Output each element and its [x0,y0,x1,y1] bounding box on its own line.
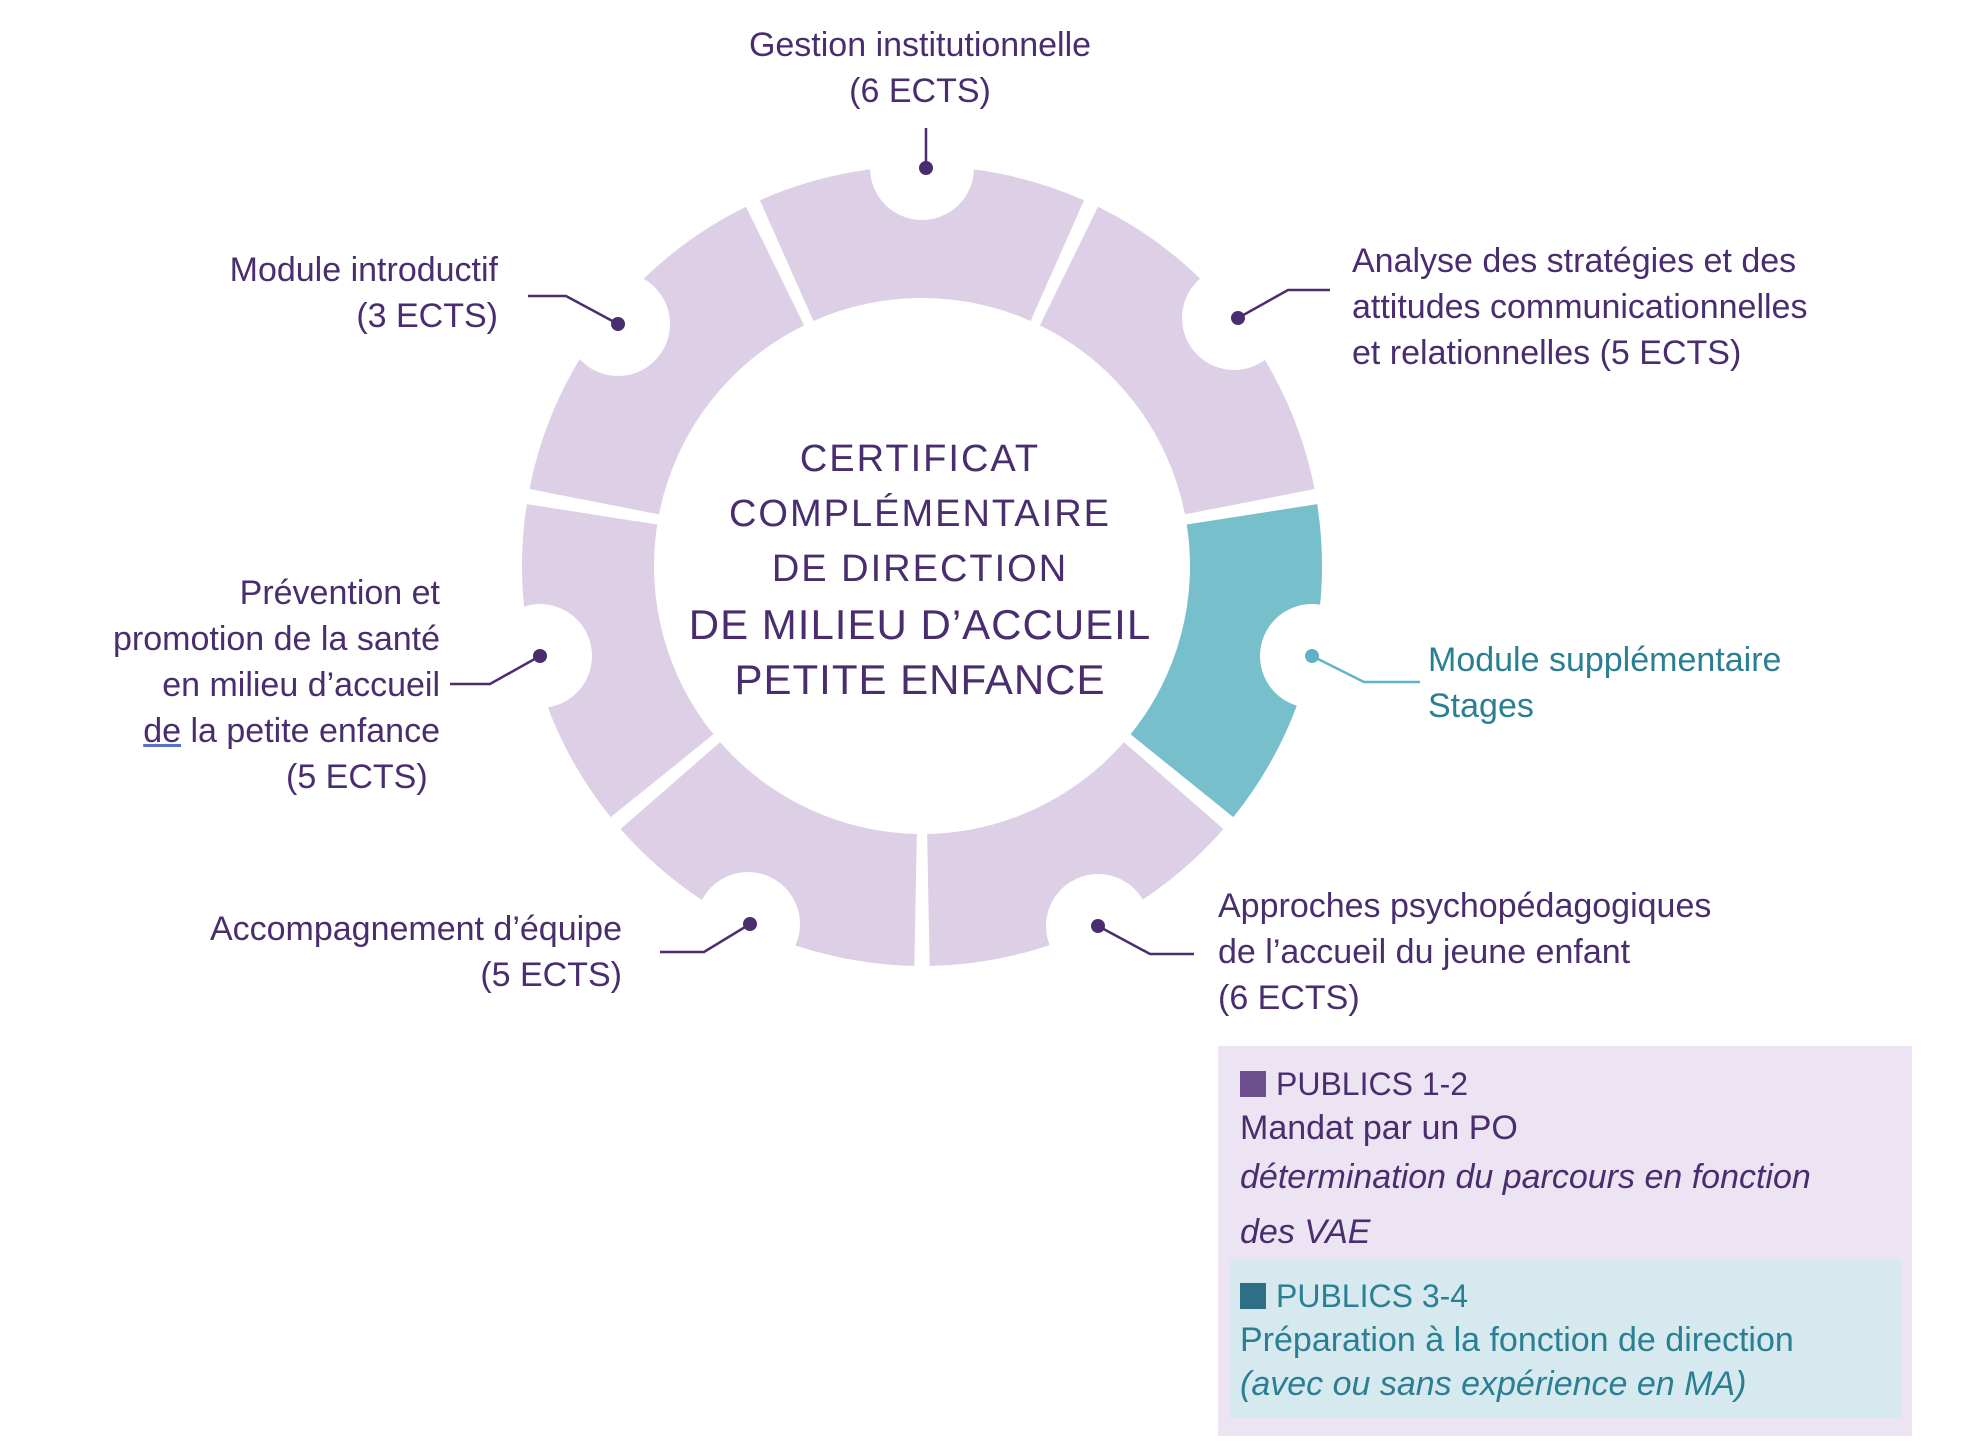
label-line: Approches psychopédagogiques [1218,887,1712,925]
segment-gestion-institutionnelle [759,166,1085,321]
legend-italic: (avec ou sans expérience en MA) [1240,1365,1747,1403]
label-prevention-ects: (5 ECTS) [286,758,428,796]
label-line: (3 ECTS) [356,297,498,335]
purple-square-icon [1240,1071,1266,1097]
label-line: Module introductif [229,251,498,289]
center-title: CERTIFICAT COMPLÉMENTAIRE DE DIRECTION D… [660,432,1180,707]
label-line: promotion de la santé [113,620,440,658]
label-line: (6 ECTS) [849,72,991,110]
center-title-line: CERTIFICAT [799,438,1041,480]
label-line: (5 ECTS) [480,956,622,994]
teal-square-icon [1240,1283,1266,1309]
legend-title: PUBLICS 3-4 [1240,1274,1794,1318]
connector-introductif-dot [611,317,625,331]
legend-box: PUBLICS 1-2 Mandat par un PO déterminati… [1218,1046,1912,1436]
connector-approches-dot [1091,919,1105,933]
legend-title-text: PUBLICS 3-4 [1276,1278,1469,1314]
legend-italic: des VAE [1240,1213,1371,1251]
label-line: de l’accueil du jeune enfant [1218,933,1631,971]
connector-prevention-dot [533,649,547,663]
legend-title: PUBLICS 1-2 [1240,1062,1811,1106]
label-line: Prévention et [239,574,440,612]
legend-publics-1-2: PUBLICS 1-2 Mandat par un PO déterminati… [1240,1062,1811,1260]
label-analyse-strategies: Analyse des stratégies et des attitudes … [1352,238,1807,376]
underlined-word: de [143,712,182,750]
legend-italic: détermination du parcours en fonction [1240,1158,1811,1196]
legend-main: Mandat par un PO [1240,1109,1518,1147]
label-line: et relationnelles (5 ECTS) [1352,334,1742,372]
label-module-introductif: Module introductif (3 ECTS) [230,247,498,339]
center-title-line: PETITE ENFANCE [734,656,1106,703]
segment-analyse-strategies [1039,206,1315,515]
segment-accompagnement-equipe [620,742,917,966]
label-line: de la petite enfance [113,708,440,754]
label-line: Accompagnement d’équipe [209,910,622,948]
label-approches-psychopedagogiques: Approches psychopédagogiques de l’accuei… [1218,883,1711,1021]
legend-main: Préparation à la fonction de direction [1240,1321,1794,1359]
legend-title-text: PUBLICS 1-2 [1276,1066,1469,1102]
center-title-line: COMPLÉMENTAIRE [728,493,1111,535]
connector-gestion-dot [919,161,933,175]
connector-supplementaire-line [1311,654,1420,684]
center-title-line: DE MILIEU D’ACCUEIL [688,601,1152,648]
ring-inner-disk [656,300,1188,832]
connector-approches-line [1097,924,1194,956]
label-module-supplementaire: Module supplémentaire Stages [1428,637,1781,729]
label-line: Stages [1428,687,1534,725]
label-line: attitudes communicationnelles [1352,288,1808,326]
label-prevention-promotion-sante: Prévention et promotion de la santé en m… [113,570,440,754]
connector-prevention-line [450,654,541,686]
segment-module-introductif [529,206,805,515]
connector-analyse-dot [1231,311,1245,325]
connector-supplementaire-dot [1305,649,1319,663]
legend-publics-3-4-box: PUBLICS 3-4 Préparation à la fonction de… [1230,1260,1902,1418]
legend-publics-3-4: PUBLICS 3-4 Préparation à la fonction de… [1240,1274,1794,1406]
label-line: en milieu d’accueil [162,666,440,704]
label-line: Gestion institutionnelle [748,26,1092,64]
label-accompagnement-equipe: Accompagnement d’équipe (5 ECTS) [210,906,622,998]
label-fragment: la petite enfance [181,712,440,750]
segment-approches-psychopedagogiques [927,742,1224,966]
label-line: Analyse des stratégies et des [1352,242,1797,280]
connector-accompagnement-line [660,922,751,954]
label-line: (6 ECTS) [1218,979,1360,1017]
connector-analyse-line [1237,288,1330,320]
connector-accompagnement-dot [743,917,757,931]
label-gestion-institutionnelle: Gestion institutionnelle (6 ECTS) [720,22,1120,114]
segment-module-supplementaire [1130,504,1322,818]
label-line: Module supplémentaire [1428,641,1782,679]
connector-introductif-line [528,294,619,326]
segment-prevention-sante [521,504,714,818]
center-title-line: DE DIRECTION [771,548,1069,590]
